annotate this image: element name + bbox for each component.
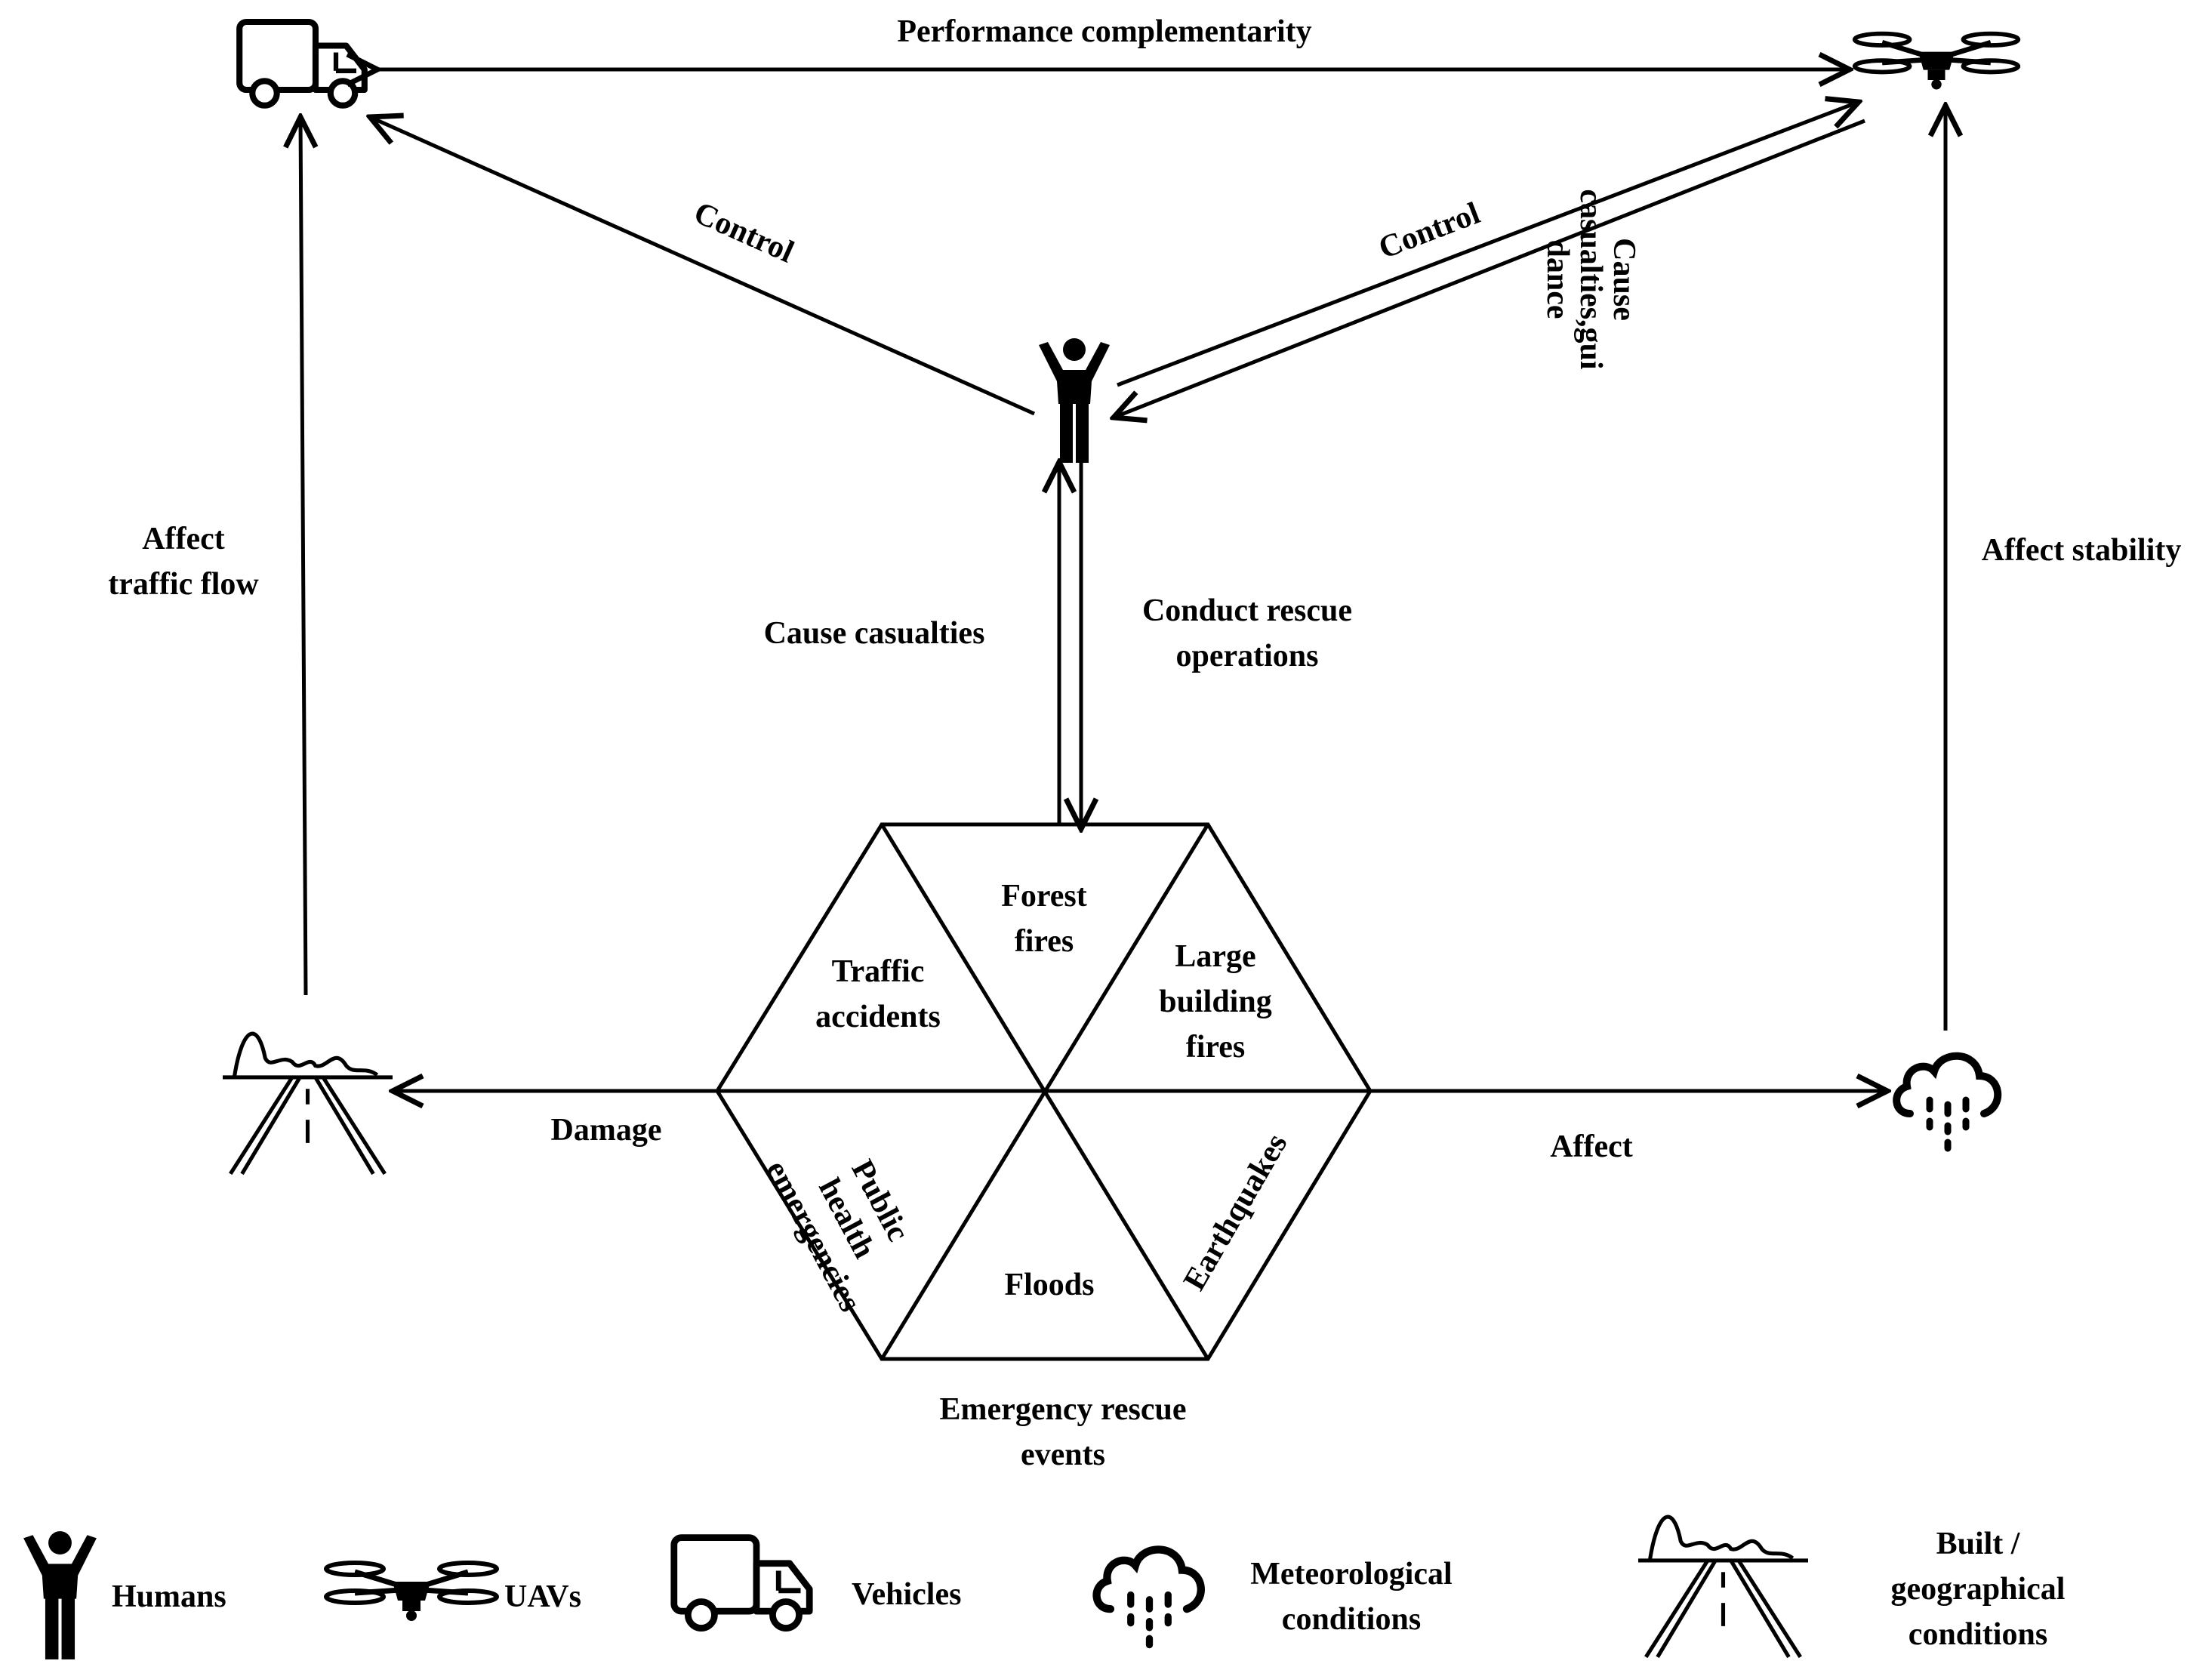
legend-uavs-label: UAVs (504, 1579, 581, 1614)
legend-uav-icon (326, 1563, 497, 1621)
svg-text:dance: dance (1540, 240, 1575, 319)
road-mountain-icon (223, 1034, 393, 1174)
public-health-label: Public health emergencies (759, 1154, 916, 1317)
legend-road-mountain-icon (1638, 1517, 1808, 1657)
traffic-flow-label-2: traffic flow (108, 567, 259, 602)
svg-text:casualties,gui: casualties,gui (1573, 189, 1608, 370)
legend-meteorological-label-1: Meteorological (1250, 1557, 1452, 1592)
legend-vehicles-label: Vehicles (852, 1577, 961, 1612)
traffic-flow-arrow (300, 117, 306, 996)
control-right-arrow (1117, 102, 1859, 387)
svg-text:Cause: Cause (1607, 238, 1641, 321)
legend-human-icon (23, 1531, 97, 1659)
guidance-arrow (1114, 119, 1865, 418)
large-building-label-3: fires (1186, 1030, 1246, 1065)
damage-label: Damage (551, 1113, 662, 1148)
legend-meteorological-label-2: conditions (1282, 1602, 1421, 1637)
emergency-hexagon (715, 822, 1372, 1361)
rescue-label-1: Conduct rescue (1142, 593, 1352, 628)
control-left-arrow (370, 117, 1036, 416)
forest-fires-label-2: fires (1015, 924, 1074, 959)
large-building-label-2: building (1159, 984, 1271, 1019)
legend-built-label-2: geographical (1891, 1572, 2066, 1607)
control-left-label: Control (689, 196, 799, 270)
truck-icon (239, 22, 365, 106)
legend-humans-label: Humans (112, 1579, 226, 1614)
performance-label: Performance complementarity (897, 14, 1311, 49)
large-building-label-1: Large (1175, 939, 1255, 974)
legend: Humans UAVs Vehicles Meteorological cond… (23, 1517, 2065, 1659)
legend-built-label-3: conditions (1909, 1617, 2047, 1652)
rain-cloud-icon (1896, 1056, 1998, 1148)
forest-fires-label-1: Forest (1001, 879, 1087, 914)
guidance-label: Cause casualties,gui dance (1540, 189, 1641, 370)
human-icon (1039, 338, 1110, 463)
traffic-accidents-label-2: accidents (815, 1000, 941, 1034)
earthquakes-label: Earthquakes (1177, 1128, 1294, 1296)
legend-rain-cloud-icon (1097, 1549, 1201, 1644)
stability-label: Affect stability (1982, 533, 2182, 568)
traffic-accidents-label-1: Traffic (832, 954, 925, 989)
events-caption-2: events (1021, 1437, 1105, 1472)
legend-truck-icon (674, 1538, 809, 1628)
traffic-flow-label-1: Affect (142, 522, 225, 556)
uav-icon (1855, 34, 2019, 90)
rescue-label-2: operations (1176, 639, 1319, 673)
casualties-label: Cause casualties (764, 616, 985, 651)
events-caption-1: Emergency rescue (940, 1392, 1187, 1427)
affect-label: Affect (1550, 1129, 1633, 1164)
control-right-label: Control (1374, 196, 1484, 266)
legend-built-label-1: Built / (1936, 1527, 2021, 1561)
floods-label: Floods (1004, 1268, 1094, 1302)
